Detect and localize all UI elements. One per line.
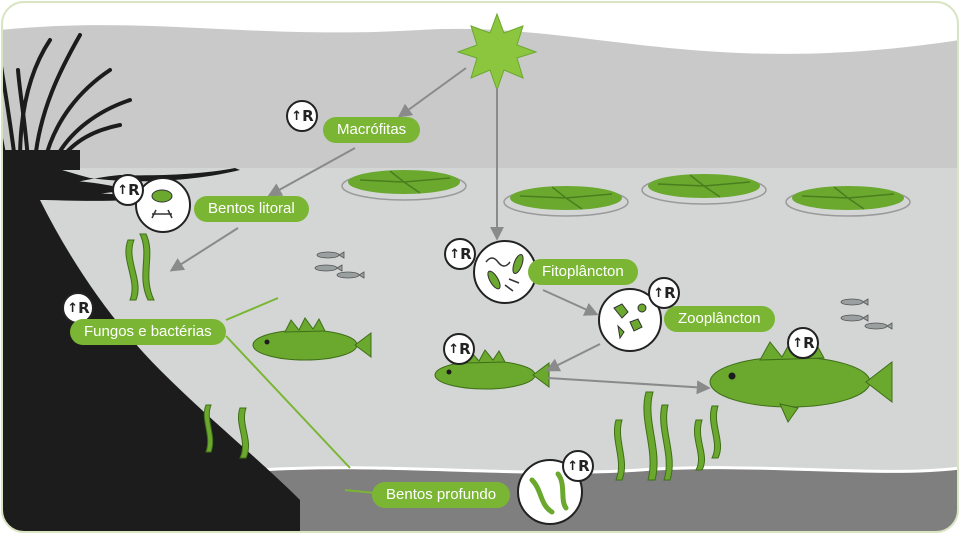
label-macrofitas: Macrófitas bbox=[323, 117, 421, 143]
shore bbox=[2, 150, 300, 532]
label-fungos-bacterias: Fungos e bactérias bbox=[70, 319, 226, 345]
resilience-badge-fitoplancton: ↑R bbox=[444, 238, 476, 270]
resilience-badge-zooplancton: ↑R bbox=[648, 277, 680, 309]
shore-spit bbox=[20, 179, 130, 200]
sediment-edge bbox=[259, 466, 958, 474]
label-zooplancton: Zooplâncton bbox=[664, 306, 775, 332]
label-bentos-profundo: Bentos profundo bbox=[372, 482, 511, 508]
sediment bbox=[260, 467, 958, 532]
bentos-litoral-circle bbox=[135, 177, 191, 233]
algae-icon bbox=[473, 240, 537, 304]
water-plants bbox=[125, 233, 722, 481]
small-fish-school bbox=[314, 251, 893, 330]
sky-band bbox=[2, 25, 958, 170]
flow-arrows bbox=[169, 67, 711, 395]
resilience-badge-bentos-litoral: ↑R bbox=[112, 174, 144, 206]
zooplancton-circle bbox=[598, 288, 662, 352]
lily-pad-icon bbox=[341, 170, 911, 217]
label-fitoplancton: Fitoplâncton bbox=[528, 259, 638, 285]
fish-icon bbox=[252, 317, 893, 424]
resilience-badge-fish-medium: ↑R bbox=[443, 333, 475, 365]
resilience-badge-fish-large: ↑R bbox=[787, 327, 819, 359]
resilience-badge-macrofitas: ↑R bbox=[286, 100, 318, 132]
resilience-badge-bentos-profundo: ↑R bbox=[562, 450, 594, 482]
label-bentos-litoral: Bentos litoral bbox=[194, 196, 309, 222]
